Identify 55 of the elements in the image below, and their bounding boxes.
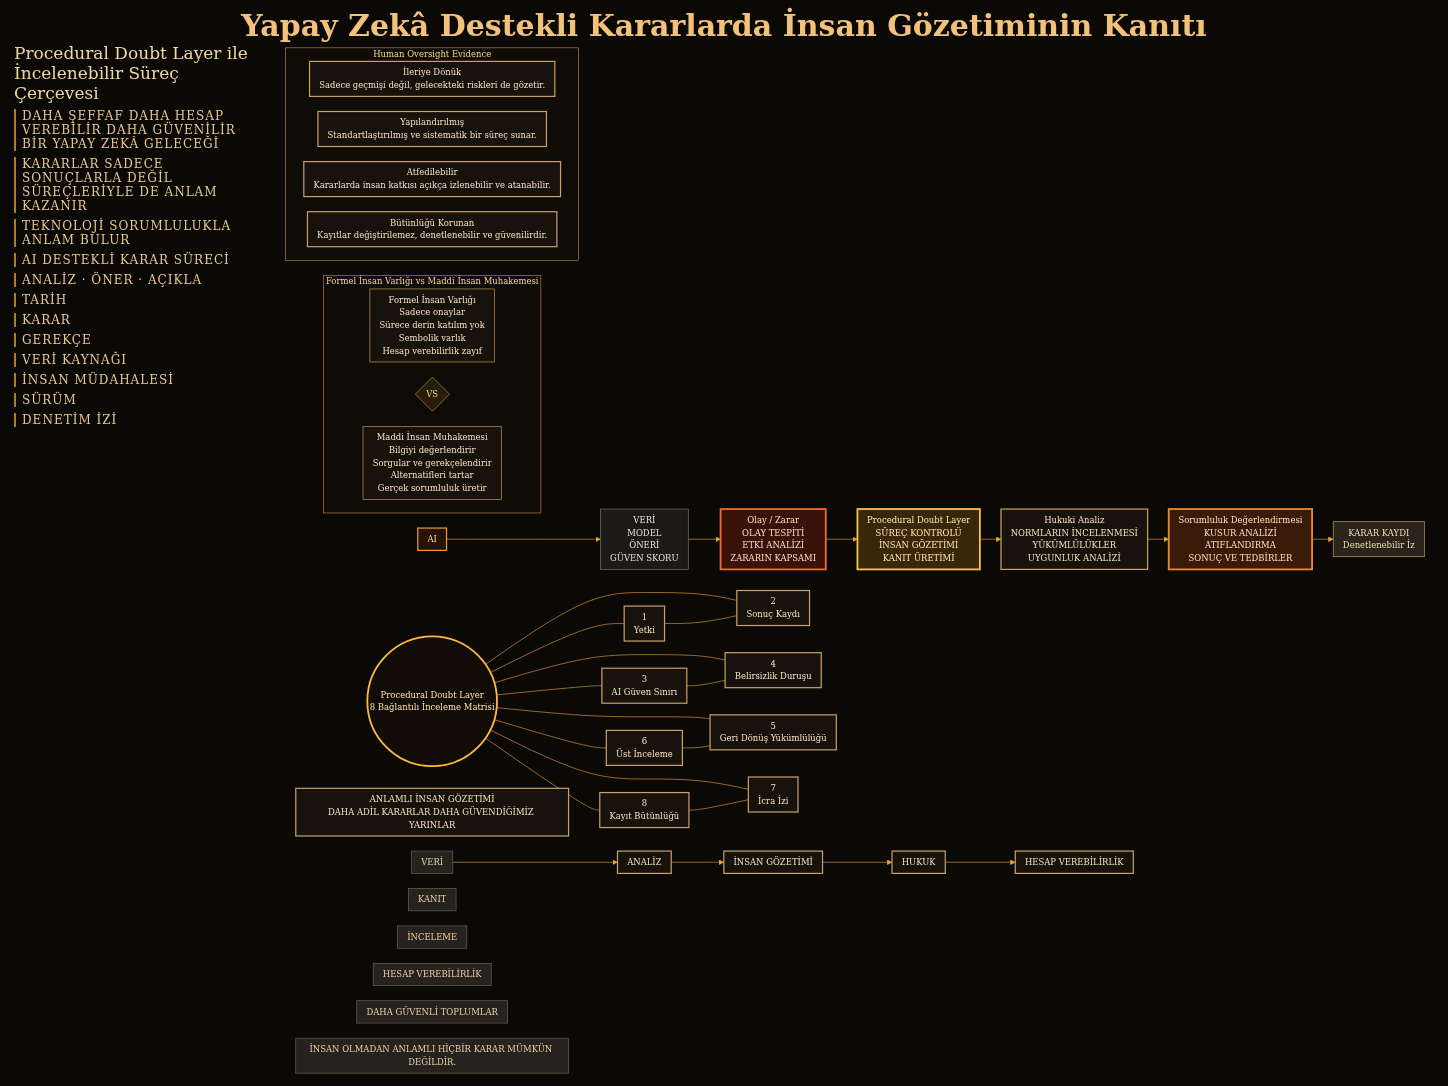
note-text: TARİH — [14, 293, 264, 307]
connector — [686, 680, 726, 687]
node-box: Bütünlüğü Korunan Kayıtlar değiştirilemez, denetlenebilir ve güvenilirdir. — [306, 211, 558, 248]
connector — [494, 654, 726, 684]
note-text: İNSAN MÜDAHALESİ — [14, 373, 264, 387]
node-box: Sorumluluk Değerlendirmesi KUSUR ANALİZİ ATIFLANDIRMA SONUÇ VE TEDBİRLER — [1167, 508, 1313, 571]
node-box: Olay / Zarar OLAY TESPİTİ ETKİ ANALİZİ ZARARIN KAPSAMI — [719, 508, 827, 571]
node-box: 8 Kayıt Bütünlüğü — [599, 791, 690, 829]
note-text: VERİ KAYNAĞI — [14, 353, 264, 367]
node-box: İNSAN OLMADAN ANLAMLI HİÇBİR KARAR MÜMKÜN DEĞİLDİR. — [295, 1037, 569, 1074]
node-box: ANALİZ — [616, 850, 672, 874]
node-box: 2 Sonuç Kaydı — [736, 589, 811, 627]
node-box: VERİ — [411, 850, 454, 874]
node-box: KANIT — [408, 888, 457, 912]
node-box: 1 Yetki — [623, 605, 666, 642]
node-box: Hukuki Analiz NORMLARIN İNCELENMESİ YÜKÜMLÜLÜKLER UYGUNLUK ANALİZİ — [1000, 508, 1149, 570]
node-box: HESAP VEREBİLİRLİK — [1014, 850, 1134, 874]
node-box: Atfedilebilir Kararlarda insan katkısı açıkça izlenebilir ve atanabilir. — [303, 161, 562, 198]
connector — [682, 745, 711, 749]
node-box: 4 Belirsizlik Duruşu — [724, 652, 822, 689]
note-text: ANALİZ · ÖNER · AÇIKLA — [14, 273, 264, 287]
node-box: HESAP VEREBİLİRLİK — [372, 963, 492, 986]
connector — [688, 799, 749, 811]
node-box: AI — [417, 527, 448, 551]
node-box: Yapılandırılmış Standartlaştırılmış ve sistematik bir süreç sunar. — [317, 110, 548, 148]
node-box: 6 Üst İnceleme — [605, 729, 683, 766]
note-text: AI DESTEKLİ KARAR SÜRECİ — [14, 253, 264, 267]
node-diamond: VS — [415, 376, 450, 412]
node-box: Maddi İnsan Muhakemesi Bilgiyi değerlendirir Sorgular ve gerekçelendirir Alternatifleri tartar Gerçek sorumluluk üretir — [362, 426, 502, 500]
note-text: KARAR — [14, 313, 264, 327]
subtitle: Procedural Doubt Layer ile İncelenebilir Süreç Çerçevesi — [14, 43, 249, 103]
node-box: Formel İnsan Varlığı Sadece onaylar Sürece derin katılım yok Sembolik varlık Hesap verebilirlik zayıf — [369, 288, 495, 363]
node-box: ANLAMLI İNSAN GÖZETİMİ DAHA ADİL KARARLAR DAHA GÜVENDİĞİMİZ YARINLAR — [295, 787, 570, 837]
node-box: HUKUK — [891, 850, 946, 874]
note-text: DAHA ŞEFFAF DAHA HESAP VEREBİLİR DAHA GÜVENİLİR BİR YAPAY ZEKÂ GELECEĞİ — [14, 109, 264, 151]
connector — [490, 623, 625, 673]
note-text: DENETİM İZİ — [14, 413, 264, 427]
node-box: KARAR KAYDI Denetlenebilir İz — [1332, 521, 1425, 557]
node-box: İNCELEME — [397, 925, 468, 949]
title: Yapay Zekâ Destekli Kararlarda İnsan Gözetiminin Kanıtı — [240, 8, 1208, 43]
node-box: İNSAN GÖZETİMİ — [723, 850, 824, 874]
node-box: İleriye Dönük Sadece geçmişi değil, gelecekteki riskleri de gözetir. — [308, 60, 556, 97]
node-box: 5 Geri Dönüş Yükümlülüğü — [709, 714, 837, 751]
note-text: GEREKÇE — [14, 333, 264, 347]
node-box: VERİ MODEL ÖNERİ GÜVEN SKORU — [600, 508, 689, 570]
note-text: KARARLAR SADECE SONUÇLARLA DEĞİL SÜREÇLERİYLE DE ANLAM KAZANIR — [14, 157, 264, 213]
connector — [496, 707, 711, 720]
node-box: DAHA GÜVENLİ TOPLUMLAR — [356, 1000, 508, 1024]
note-text: SÜRÜM — [14, 393, 264, 407]
node-box: Procedural Doubt Layer SÜREÇ KONTROLÜ İNSAN GÖZETİMİ KANIT ÜRETİMİ — [856, 508, 981, 571]
node-box: 7 İcra İzi — [747, 776, 799, 813]
note-text: TEKNOLOJİ SORUMLULUKLA ANLAM BULUR — [14, 219, 264, 247]
connector — [494, 719, 607, 749]
node-circle: Procedural Doubt Layer 8 Bağlantılı İnceleme Matrisi — [366, 635, 498, 767]
node-box: 3 AI Güven Sınırı — [601, 667, 688, 704]
